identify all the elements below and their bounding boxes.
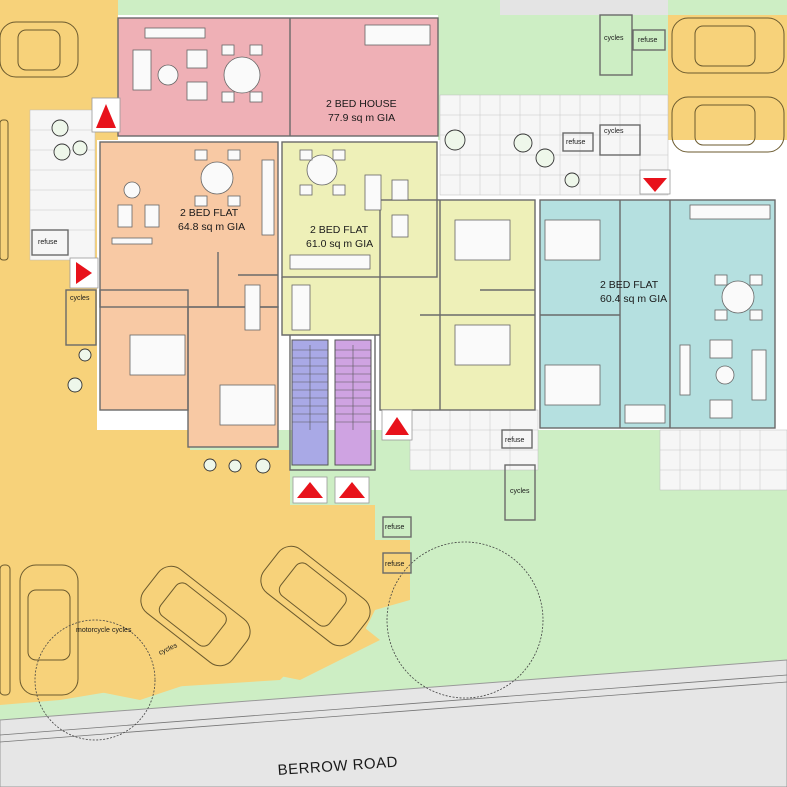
cycles-label: cycles: [604, 35, 624, 42]
trees: [34, 119, 580, 741]
tree: [34, 619, 156, 741]
parked-cars: [0, 17, 785, 696]
store-boxes: [31, 14, 666, 574]
shrub: [444, 129, 466, 151]
flat-b-title: 2 BED FLAT: [310, 224, 369, 236]
entrance-arrow: [96, 104, 116, 128]
car: [0, 119, 9, 261]
flat-a-unit: [100, 142, 278, 252]
cycles-label: cycles: [70, 295, 90, 302]
car: [19, 564, 79, 696]
entrance-arrow: [385, 417, 409, 435]
shrub: [67, 377, 83, 393]
cycles-label: cycles: [510, 488, 530, 495]
berrow-road: [0, 659, 787, 787]
shrub: [78, 348, 92, 362]
tree: [386, 541, 544, 699]
refuse-label: refuse: [566, 139, 586, 146]
cycles-label: cycles: [604, 128, 624, 135]
car: [0, 564, 11, 696]
shrub: [535, 148, 555, 168]
entrance-arrows: [69, 97, 671, 504]
flat-b-area: 61.0 sq m GIA: [306, 238, 373, 250]
refuse-label: refuse: [38, 239, 58, 246]
flat-a-area: 64.8 sq m GIA: [178, 221, 245, 233]
shrub: [255, 458, 271, 474]
house-area: 77.9 sq m GIA: [328, 112, 395, 124]
walls: [99, 18, 776, 471]
shrub: [72, 140, 88, 156]
refuse-label: refuse: [385, 524, 405, 531]
car: [260, 545, 371, 647]
flat-c-area: 60.4 sq m GIA: [600, 293, 667, 305]
cycles-label: cycles: [112, 627, 132, 634]
refuse-label: refuse: [505, 437, 525, 444]
shrub: [51, 119, 69, 137]
entrance-arrow: [643, 178, 667, 192]
car: [140, 565, 251, 667]
entrance-arrow: [297, 482, 323, 498]
motorcycle-label: motorcycle: [76, 627, 110, 634]
car: [0, 21, 79, 78]
flat-a-title: 2 BED FLAT: [180, 207, 239, 219]
shrub: [203, 458, 217, 472]
car: [671, 96, 785, 153]
car: [671, 17, 785, 74]
flat-c-title: 2 BED FLAT: [600, 279, 659, 291]
furniture: [111, 24, 771, 426]
shrub: [513, 133, 533, 153]
paving: [29, 94, 787, 491]
shrub: [53, 143, 71, 161]
refuse-label: refuse: [638, 37, 658, 44]
shrub: [564, 172, 580, 188]
house-title: 2 BED HOUSE: [326, 98, 397, 110]
entrance-arrow: [76, 262, 92, 284]
shrub: [228, 459, 242, 473]
entrance-arrow: [339, 482, 365, 498]
refuse-label: refuse: [385, 561, 405, 568]
